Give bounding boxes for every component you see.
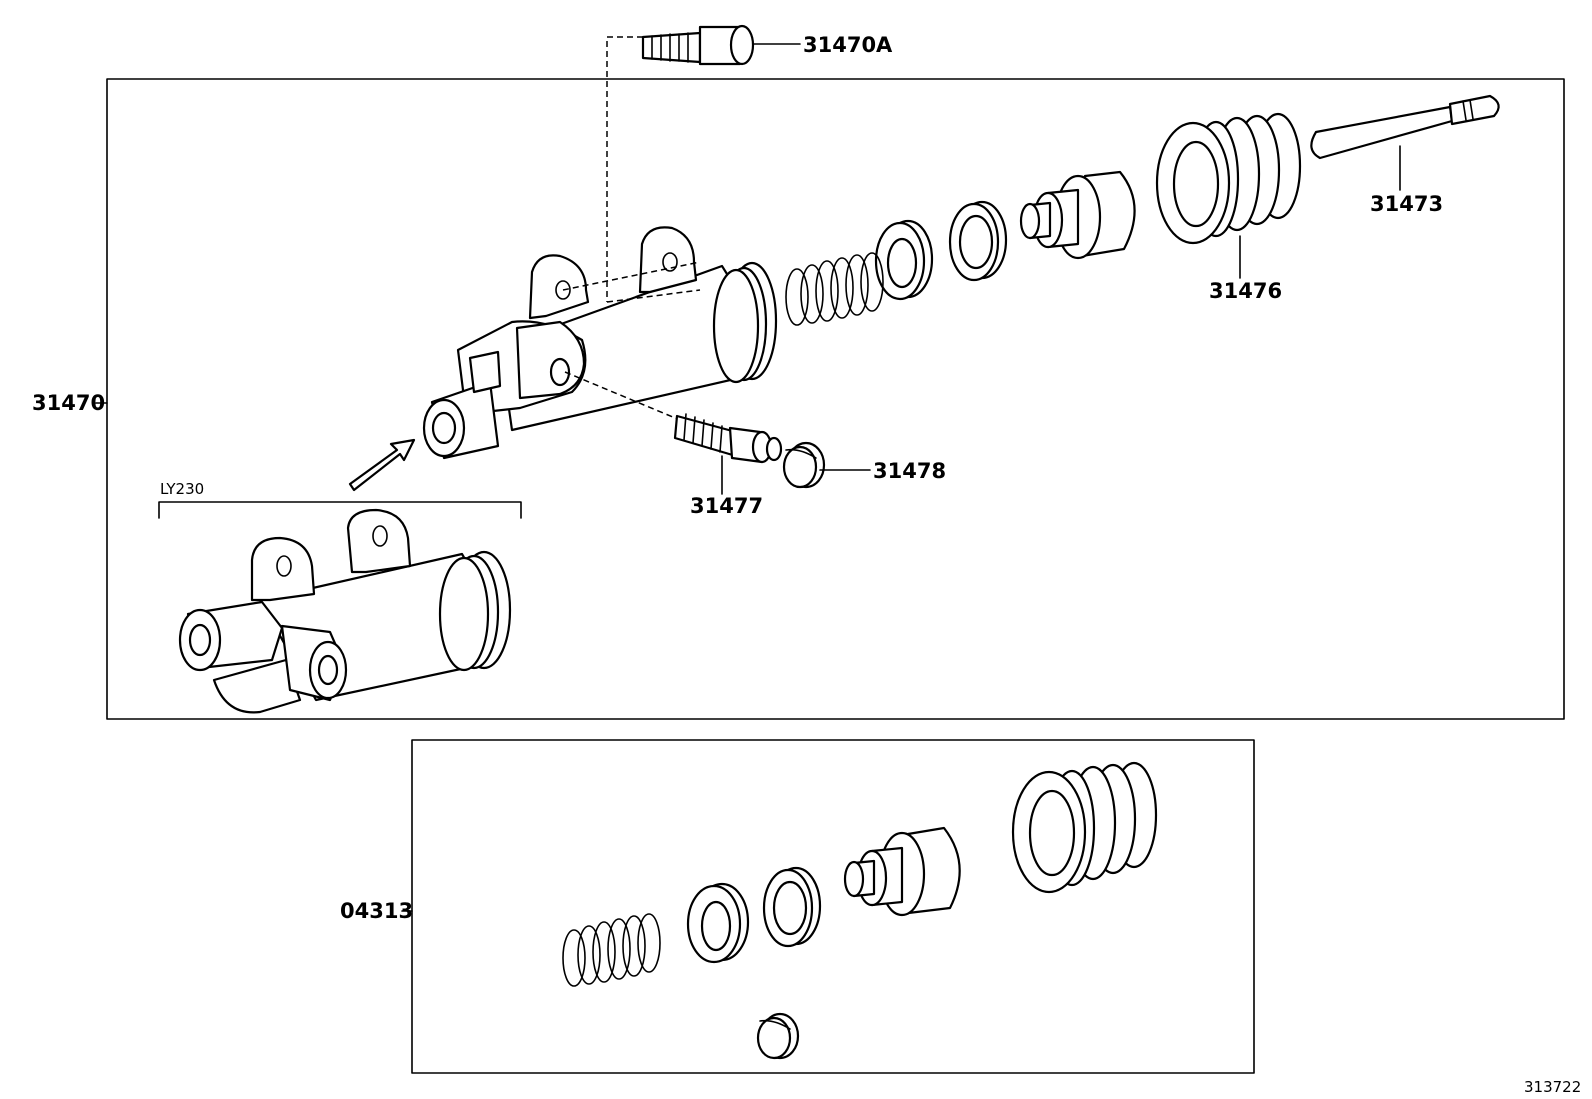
part-31478-cap[interactable] — [782, 441, 826, 489]
label-31473: 31473 — [1370, 192, 1443, 216]
part-spring[interactable] — [785, 252, 884, 326]
part-31470A-plug[interactable] — [641, 24, 755, 66]
label-31470: 31470 — [32, 391, 105, 415]
dashed-guide-ear — [562, 261, 701, 291]
part-piston-cup[interactable] — [874, 219, 934, 301]
kit-04313-frame — [411, 739, 1255, 1074]
dashed-guide-31470A — [606, 36, 643, 302]
part-cup-seal[interactable] — [948, 200, 1008, 282]
kit-boot[interactable] — [1011, 761, 1158, 894]
part-31476-boot[interactable] — [1155, 112, 1302, 245]
variant-bracket — [158, 501, 522, 519]
assembly-31470-frame — [106, 78, 1565, 720]
part-cylinder-variant-ly230[interactable] — [178, 508, 512, 714]
kit-piston[interactable] — [843, 826, 961, 917]
part-31477-bleeder-screw[interactable] — [673, 413, 783, 464]
part-31470-cylinder-body[interactable] — [422, 226, 778, 460]
arrow-icon — [348, 438, 416, 492]
variant-label: LY230 — [160, 480, 204, 498]
label-31470A: 31470A — [803, 33, 893, 57]
kit-piston-cup[interactable] — [686, 882, 750, 964]
dashed-guide-body — [606, 289, 701, 303]
kit-cup-seal[interactable] — [762, 866, 822, 948]
label-04313: 04313 — [340, 899, 413, 923]
label-31477: 31477 — [690, 494, 763, 518]
dashed-guide-bleeder — [564, 371, 681, 421]
reference-number: 313722 — [1524, 1078, 1581, 1096]
kit-cap[interactable] — [756, 1012, 800, 1060]
part-31473-push-rod[interactable] — [1310, 94, 1500, 160]
kit-spring[interactable] — [562, 913, 661, 987]
label-31478: 31478 — [873, 459, 946, 483]
part-piston[interactable] — [1019, 170, 1136, 260]
label-31476: 31476 — [1209, 279, 1282, 303]
